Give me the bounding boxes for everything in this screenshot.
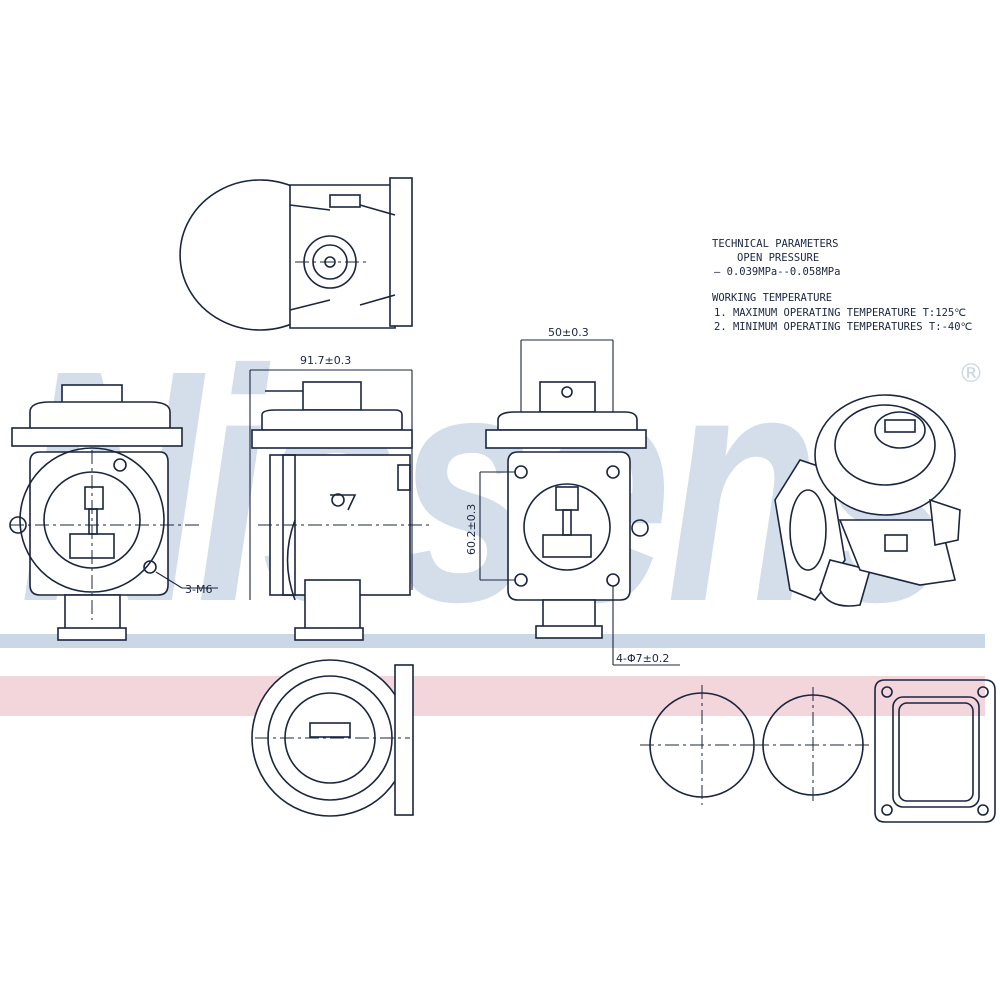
tech-params-heading: TECHNICAL PARAMETERS xyxy=(712,238,838,250)
front-view-right: 50±0.3 60.2±0.3 4-Φ7±0.2 xyxy=(465,326,680,666)
working-temp-heading: WORKING TEMPERATURE xyxy=(712,292,832,304)
front-view-left: 3-M6 xyxy=(9,384,218,641)
blue-stripe xyxy=(0,634,985,648)
gasket-rings xyxy=(640,685,870,805)
technical-parameters: TECHNICAL PARAMETERS OPEN PRESSURE – 0.0… xyxy=(712,238,973,333)
max-temp: 1. MAXIMUM OPERATING TEMPERATURE T:125℃ xyxy=(714,307,966,319)
isometric-view xyxy=(774,394,961,607)
min-temp: 2. MINIMUM OPERATING TEMPERATURES T:-40℃ xyxy=(714,321,973,333)
open-pressure-value: – 0.039MPa--0.058MPa xyxy=(714,266,840,278)
top-view xyxy=(179,177,413,331)
thread-label: 3-M6 xyxy=(185,583,212,596)
width-dimension: 91.7±0.3 xyxy=(300,354,351,367)
side-view: 91.7±0.3 xyxy=(249,354,430,641)
bottom-view xyxy=(251,659,414,817)
holes-dimension: 4-Φ7±0.2 xyxy=(616,652,669,665)
square-gasket xyxy=(874,679,996,823)
hole-spacing-h: 50±0.3 xyxy=(548,326,589,339)
registered-mark: ® xyxy=(958,359,984,389)
pink-stripe xyxy=(0,676,985,716)
open-pressure-label: OPEN PRESSURE xyxy=(737,252,819,264)
hole-spacing-v: 60.2±0.3 xyxy=(465,504,478,555)
